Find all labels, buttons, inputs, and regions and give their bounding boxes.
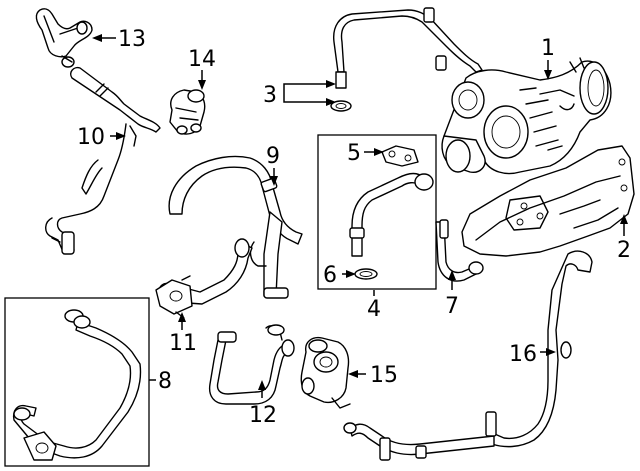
part-11-pipe-assembly [155, 238, 253, 319]
part-3-pipe [330, 7, 483, 112]
part-4-box-group [317, 134, 437, 290]
callout-1: 1 [541, 36, 555, 61]
part-8-box-group [4, 297, 150, 467]
callout-16: 16 [509, 342, 537, 367]
callout-13: 13 [118, 27, 146, 52]
part-15-coolant-valve [300, 336, 351, 409]
callout-14: 14 [188, 47, 216, 72]
callout-5: 5 [347, 141, 361, 166]
callout-labels: 1 2 3 4 5 6 7 8 9 10 11 12 13 14 15 16 [77, 27, 631, 428]
callout-7: 7 [445, 294, 459, 319]
part-13-hose-bracket [35, 8, 93, 68]
part-7-vacuum-tube [435, 219, 484, 282]
callout-2: 2 [617, 238, 631, 263]
part-12-coolant-pipe [208, 324, 295, 405]
callout-12: 12 [249, 403, 277, 428]
callout-4: 4 [367, 297, 381, 322]
part-14-coolant-fitting [169, 89, 206, 135]
part-10-heater-hose [45, 66, 161, 255]
leader-lines [92, 34, 628, 398]
part-5-gasket [381, 145, 419, 167]
callout-6: 6 [323, 263, 337, 288]
callout-15: 15 [370, 363, 398, 388]
callout-9: 9 [266, 144, 280, 169]
part-1-turbocharger [441, 57, 612, 175]
part-2-heat-shield [461, 145, 635, 257]
callout-11: 11 [169, 331, 197, 356]
callout-10: 10 [77, 125, 105, 150]
callout-8: 8 [158, 369, 172, 394]
part-9-coolant-hose [168, 155, 303, 299]
part-6-o-ring [354, 268, 378, 280]
callout-3: 3 [263, 83, 277, 108]
part-16-long-coolant-hose [343, 250, 593, 461]
